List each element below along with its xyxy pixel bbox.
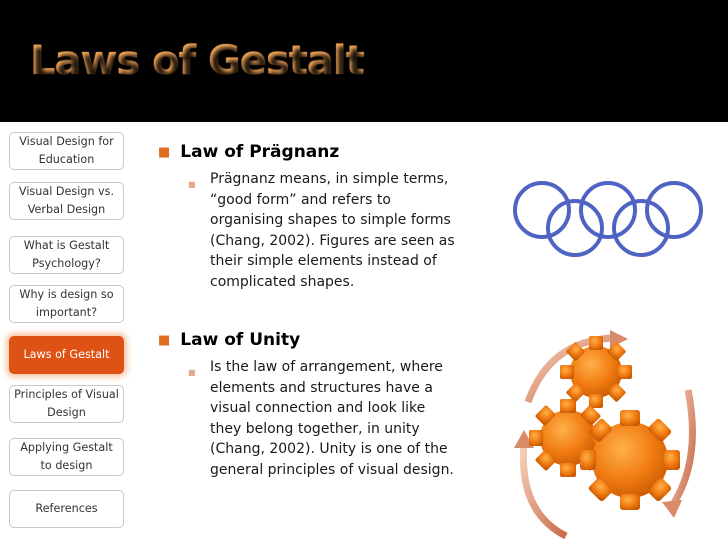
content-area: Visual Design for Education Visual Desig… (0, 122, 728, 546)
square-bullet-icon: ■ (188, 180, 196, 189)
bullet-body-text: Is the law of arrangement, where element… (210, 359, 454, 478)
bullet-body-text: Prägnanz means, in simple terms, “good f… (210, 171, 455, 290)
square-bullet-icon: ■ (158, 332, 171, 348)
gears-cycle-icon (514, 330, 696, 540)
slide-title: Laws of Gestalt (30, 38, 365, 84)
nav-item-visual-vs-verbal-design[interactable]: Visual Design vs. Verbal Design (9, 182, 124, 220)
nav-item-visual-design-for-education[interactable]: Visual Design for Education (9, 132, 124, 170)
nav-item-what-is-gestalt[interactable]: What is Gestalt Psychology? (9, 236, 124, 274)
square-bullet-icon: ■ (158, 144, 171, 160)
navigation-menu: Visual Design for Education Visual Desig… (0, 122, 140, 546)
bullet-body: ■ Is the law of arrangement, where eleme… (188, 357, 458, 480)
nav-item-references[interactable]: References (9, 490, 124, 528)
nav-item-principles-visual-design[interactable]: Principles of Visual Design (9, 385, 124, 423)
olympic-rings-icon (513, 181, 703, 257)
bullet-heading-text: Law of Prägnanz (180, 142, 340, 162)
bullet-heading-text: Law of Unity (180, 330, 301, 350)
nav-item-why-design-important[interactable]: Why is design so important? (9, 285, 124, 323)
bullet-heading: ■ Law of Prägnanz (158, 142, 339, 162)
nav-item-laws-of-gestalt[interactable]: Laws of Gestalt (9, 336, 124, 374)
square-bullet-icon: ■ (188, 368, 196, 377)
nav-item-applying-gestalt[interactable]: Applying Gestalt to design (9, 438, 124, 476)
bullet-heading: ■ Law of Unity (158, 330, 300, 350)
bullet-body: ■ Prägnanz means, in simple terms, “good… (188, 169, 458, 292)
